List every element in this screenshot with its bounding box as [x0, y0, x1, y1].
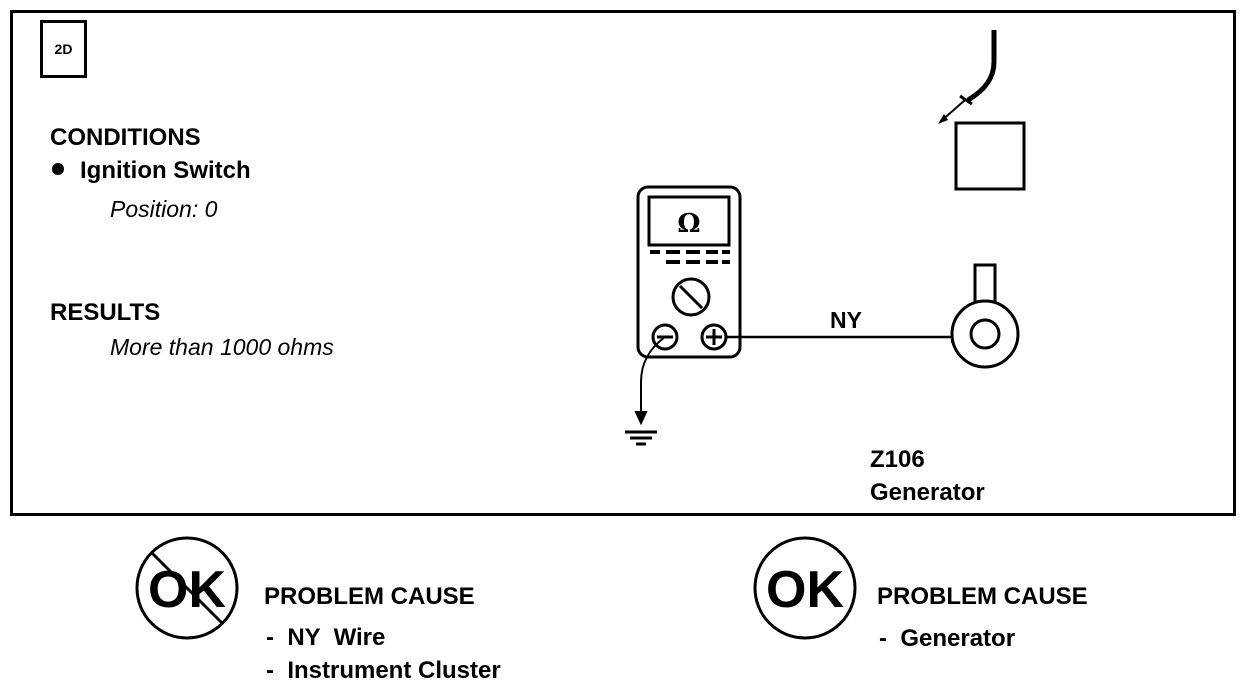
ok-badge-text: OK: [766, 561, 844, 619]
selector-dial-icon: [671, 277, 711, 317]
conditions-item: Ignition Switch: [80, 157, 251, 184]
step-label: 2D: [40, 20, 87, 78]
conditions-title: CONDITIONS: [50, 124, 201, 151]
results-value: More than 1000 ohms: [110, 334, 334, 360]
component-name: Generator: [870, 479, 985, 506]
plus-jack-icon: [700, 323, 728, 351]
not-ok-cause-title: PROBLEM CAUSE: [264, 583, 475, 610]
bullet-icon: [52, 163, 64, 175]
results-title: RESULTS: [50, 299, 161, 326]
wire-label: NY: [830, 307, 862, 333]
ohm-symbol: Ω: [677, 209, 700, 239]
ground-icon: [625, 430, 657, 446]
disconnected-connector-icon: [938, 30, 1026, 191]
ok-cause-title: PROBLEM CAUSE: [877, 583, 1088, 610]
not-ok-cause-1: - NY Wire: [266, 624, 386, 651]
test-step-panel: [10, 10, 1236, 516]
not-ok-badge-icon: OK: [135, 536, 239, 640]
ok-cause-1: - Generator: [879, 625, 1016, 652]
ground-lead: [634, 336, 666, 426]
component-id: Z106: [870, 446, 925, 473]
ok-badge-icon: OK: [753, 536, 857, 640]
generator-terminal-icon: [950, 263, 1020, 369]
multimeter-icon: Ω: [636, 185, 742, 359]
not-ok-cause-2: - Instrument Cluster: [266, 657, 501, 684]
conditions-detail: Position: 0: [110, 196, 218, 222]
